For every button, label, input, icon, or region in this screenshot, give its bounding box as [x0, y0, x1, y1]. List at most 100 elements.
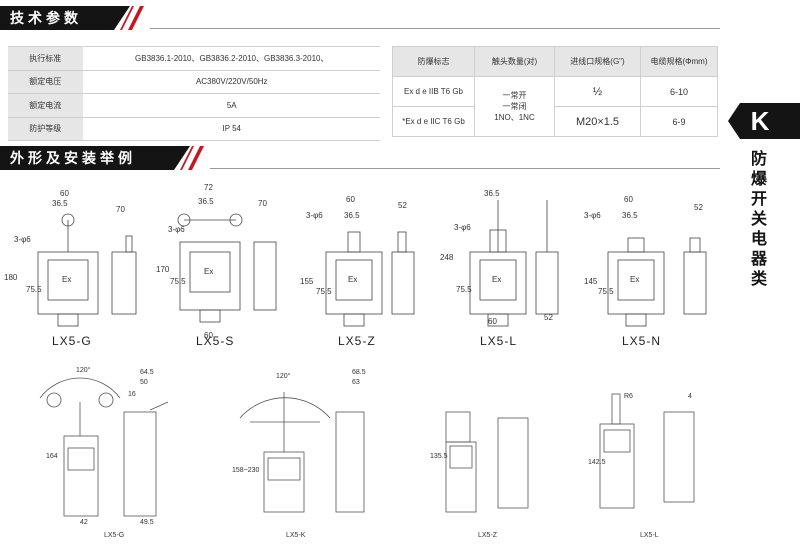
side-view — [335, 411, 365, 513]
dim-label: 72 — [204, 183, 213, 192]
dim-label: 70 — [258, 199, 267, 208]
contact-line: 一常闭 — [502, 102, 527, 111]
side-button — [689, 237, 701, 253]
dim-label: 64.5 — [140, 369, 154, 376]
dim-label: 49.5 — [140, 519, 154, 526]
spec-value: IP 54 — [83, 117, 380, 141]
wand-base — [489, 229, 507, 253]
dim-label: 3-φ6 — [454, 223, 471, 232]
gland — [487, 313, 509, 327]
dim-label: 155 — [300, 277, 314, 286]
nameplate — [449, 445, 473, 469]
dim-label: 60 — [204, 331, 213, 340]
dim-label: 170 — [156, 265, 170, 274]
dim-label: 60 — [346, 195, 355, 204]
header-rule — [150, 28, 720, 29]
dim-label: 3-φ6 — [14, 235, 31, 244]
spec-value: AC380V/220V/50Hz — [83, 70, 380, 94]
ex-box — [47, 259, 89, 301]
dim-label: 75.5 — [316, 287, 332, 296]
swing-arc — [39, 377, 121, 399]
switch-body — [263, 451, 305, 513]
dim-label: 145 — [584, 277, 598, 286]
gland — [625, 313, 647, 327]
plunger — [611, 393, 621, 425]
column-header: 电缆规格(Φmm) — [640, 46, 718, 77]
switch-body — [599, 423, 635, 509]
category-letter: K — [750, 105, 770, 136]
dim-label: 3-φ6 — [584, 211, 601, 220]
roller — [177, 213, 191, 227]
head — [445, 411, 471, 443]
side-view — [111, 251, 137, 315]
spec-label: 额定电流 — [8, 93, 84, 118]
section-header-tech: 技术参数 — [0, 6, 144, 30]
roller — [46, 392, 62, 408]
dim-label: 63 — [352, 379, 360, 386]
dim-label: 36.5 — [344, 211, 360, 220]
dim-label: 36.5 — [52, 199, 68, 208]
dim-label: 60 — [488, 317, 497, 326]
dim-label: 120° — [76, 366, 91, 374]
port-spec: M20×1.5 — [554, 106, 641, 137]
spec-label: 防护等级 — [8, 117, 84, 141]
dim-label: 68.5 — [352, 369, 366, 376]
dim-label: 52 — [544, 313, 553, 322]
model-caption: LX5-K — [286, 532, 306, 539]
dim-label: 248 — [440, 253, 454, 262]
dim-label: Ex — [630, 275, 639, 284]
cable-spec: 6-9 — [640, 106, 718, 137]
dim-label: 75.5 — [598, 287, 614, 296]
model-caption: LX5-Z — [338, 334, 376, 348]
side-plunger — [397, 231, 407, 253]
dim-label: 36.5 — [198, 197, 214, 206]
dim-label: Ex — [204, 267, 213, 276]
switch-body — [445, 441, 477, 513]
side-view — [253, 241, 277, 311]
gland — [57, 313, 79, 327]
section-header-outline: 外形及安装举例 — [0, 146, 204, 170]
dim-label: 180 — [4, 273, 18, 282]
ex-box — [479, 259, 517, 301]
table-row: *Ex d e IIC T6 Gb M20×1.5 6-9 — [392, 106, 718, 137]
model-caption: LX5-L — [480, 334, 518, 348]
dim-label: 42 — [80, 519, 88, 526]
column-header: 触头数量(对) — [474, 46, 555, 77]
contact-line: 1NO、1NC — [494, 113, 535, 122]
table-header-row: 防爆标志 触头数量(对) 进线口规格(G") 电缆规格(Φmm) — [392, 46, 718, 77]
side-view — [683, 251, 707, 315]
ex-box — [335, 259, 373, 301]
gland — [343, 313, 365, 327]
side-lever — [149, 401, 169, 411]
cable-spec: 6-10 — [640, 76, 718, 107]
side-view — [663, 411, 695, 503]
spec-label: 执行标准 — [8, 46, 84, 71]
column-header: 防爆标志 — [392, 46, 475, 77]
dim-label: 75.5 — [170, 277, 186, 286]
dim-label: 75.5 — [26, 285, 42, 294]
model-caption: LX5-Z — [478, 532, 498, 539]
swing-arc — [239, 397, 331, 419]
contact-cell: 一常开 一常闭 1NO、1NC — [474, 76, 555, 137]
section-title: 外形及安装举例 — [0, 146, 190, 170]
ex-box — [617, 259, 655, 301]
model-caption: LX5-N — [622, 334, 662, 348]
plunger — [347, 231, 361, 253]
nameplate — [67, 447, 95, 471]
section-title: 技术参数 — [0, 6, 130, 30]
side-lever — [125, 235, 133, 253]
contact-line: 一常开 — [502, 91, 527, 100]
model-caption: LX5-G — [52, 334, 92, 348]
model-caption: LX5-L — [640, 532, 659, 539]
dim-label: 60 — [60, 189, 69, 198]
side-view — [391, 251, 415, 315]
roller — [229, 213, 243, 227]
nameplate — [603, 429, 631, 453]
roller — [61, 213, 75, 227]
dim-label: 52 — [398, 201, 407, 210]
model-caption: LX5-S — [196, 334, 235, 348]
side-view — [123, 411, 157, 517]
